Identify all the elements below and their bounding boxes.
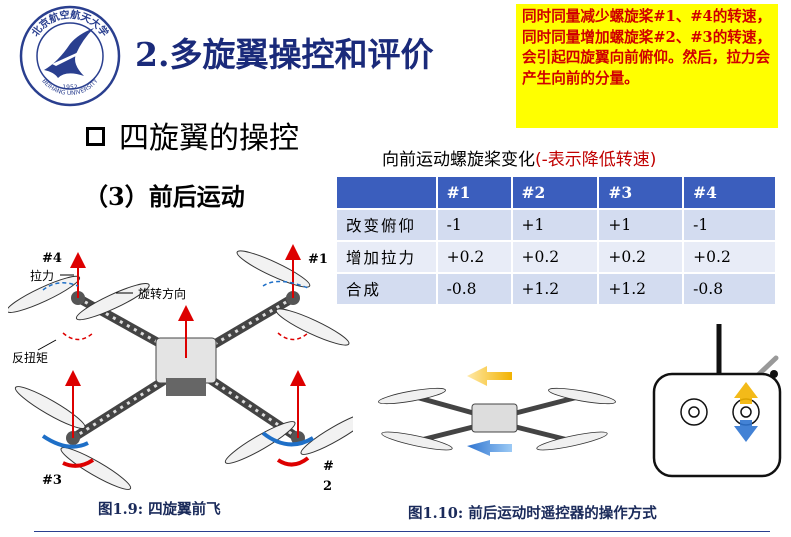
motor-label-3: #3 — [42, 473, 62, 488]
table-title-main: 向前运动螺旋桨变化 — [382, 150, 535, 170]
motor-label-2-top: # — [323, 459, 334, 474]
row-label: 合成 — [337, 273, 438, 306]
quadrotor-side-view — [378, 366, 616, 456]
table-header-cell: #1 — [436, 177, 513, 210]
table-cell: -1 — [436, 209, 513, 242]
rotation-direction-label: 旋转方向 — [138, 286, 186, 301]
row-label: 改变俯仰 — [337, 209, 438, 242]
table-cell: -1 — [683, 209, 777, 242]
table-row: 改变俯仰 -1 +1 +1 -1 — [337, 209, 777, 242]
table-cell: +1 — [511, 209, 600, 242]
motor-label-1: #1 — [308, 252, 328, 267]
table-cell: +0.2 — [683, 241, 777, 274]
university-logo: 1952 北京航空航天大学 BEIHANG UNIVERSITY — [19, 5, 121, 107]
footer-divider — [34, 531, 770, 532]
thrust-label: 拉力 — [30, 268, 54, 283]
quadrotor-diagram: #4 #1 #3 # 2 拉力 旋转方向 反扭矩 — [8, 244, 353, 494]
table-header-cell: #4 — [683, 177, 777, 210]
checkbox-bullet-icon — [86, 127, 105, 146]
rotor-control-table: #1 #2 #3 #4 改变俯仰 -1 +1 +1 -1 增加拉力 +0.2 +… — [337, 177, 777, 306]
motor-label-2-bottom: 2 — [323, 479, 332, 494]
motor-label-4: #4 — [42, 251, 62, 266]
row-label: 增加拉力 — [337, 241, 438, 274]
logo-year: 1952 — [62, 84, 77, 91]
table-cell: +0.2 — [598, 241, 685, 274]
remote-controller — [652, 324, 782, 478]
figure-caption-2: 图1.10: 前后运动时遥控器的操作方式 — [408, 505, 657, 522]
table-cell: +0.2 — [436, 241, 513, 274]
table-row: 增加拉力 +0.2 +0.2 +0.2 +0.2 — [337, 241, 777, 274]
table-cell: +1.2 — [511, 273, 600, 306]
table-row: 合成 -0.8 +1.2 +1.2 -0.8 — [337, 273, 777, 306]
section-heading-text: 四旋翼的操控 — [119, 121, 299, 156]
callout-note: 同时同量减少螺旋桨#1、#4的转速，同时同量增加螺旋桨#2、#3的转速，会引起四… — [516, 4, 778, 128]
subsection-heading: （3）前后运动 — [84, 182, 245, 211]
slide-title: 2.多旋翼操控和评价 — [135, 35, 434, 74]
section-heading: 四旋翼的操控 — [86, 113, 299, 157]
table-header-row: #1 #2 #3 #4 — [337, 177, 777, 210]
table-cell: +0.2 — [511, 241, 600, 274]
table-cell: +1.2 — [598, 273, 685, 306]
table-cell: -0.8 — [436, 273, 513, 306]
reaction-torque-label: 反扭矩 — [12, 351, 48, 365]
figure-caption-1: 图1.9: 四旋翼前飞 — [98, 501, 221, 518]
table-header-cell: #2 — [511, 177, 600, 210]
table-header-cell: #3 — [598, 177, 685, 210]
table-header-cell — [337, 177, 438, 210]
table-cell: +1 — [598, 209, 685, 242]
table-cell: -0.8 — [683, 273, 777, 306]
table-title-note: (-表示降低转速) — [535, 150, 657, 170]
table-title: 向前运动螺旋桨变化(-表示降低转速) — [382, 145, 656, 170]
